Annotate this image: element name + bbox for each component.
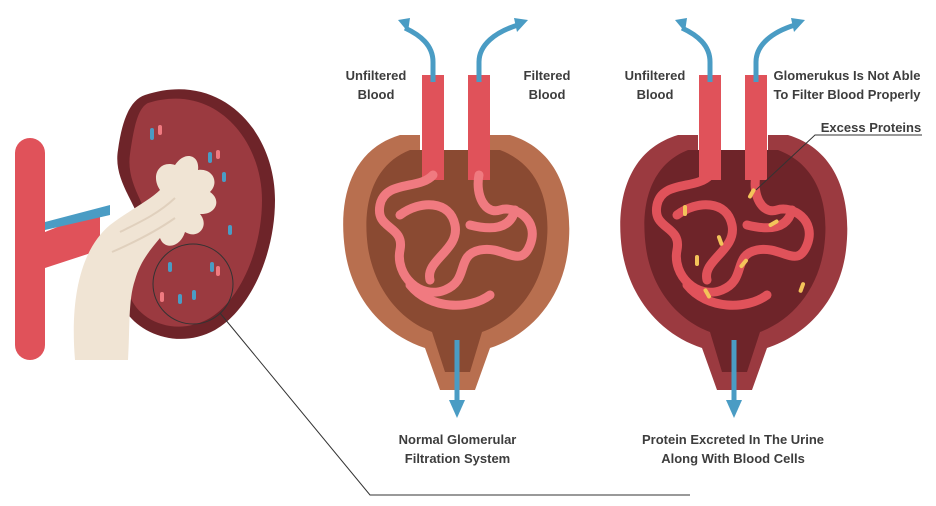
label-line: Unfiltered bbox=[624, 68, 686, 83]
protein-particles bbox=[683, 188, 806, 299]
flow-arrow-icon bbox=[514, 18, 528, 32]
damaged-efferent-vessel bbox=[745, 75, 767, 180]
renal-pelvis bbox=[73, 155, 217, 360]
label-line: Unfiltered bbox=[345, 68, 407, 83]
normal-glomerulus-icon bbox=[343, 18, 570, 418]
capillary-tuft bbox=[374, 170, 537, 310]
label-line: Blood bbox=[528, 87, 566, 102]
label-line: Along With Blood Cells bbox=[661, 451, 805, 466]
flow-arrow-icon bbox=[726, 400, 742, 418]
damaged-filtered-flow-line bbox=[753, 22, 796, 82]
label-line: Blood bbox=[357, 87, 395, 102]
unfiltered-flow-line bbox=[403, 25, 436, 82]
label-line: Blood bbox=[636, 87, 674, 102]
normal-caption-label: Normal Glomerular Filtration System bbox=[390, 430, 525, 468]
damaged-capillary-tuft bbox=[651, 170, 814, 310]
normal-unfiltered-label: Unfiltered Blood bbox=[336, 66, 416, 104]
flow-arrow-icon bbox=[449, 400, 465, 418]
label-line: To Filter Blood Properly bbox=[773, 87, 921, 102]
renal-vein bbox=[15, 138, 45, 360]
kidney-vessel-marks bbox=[150, 125, 232, 304]
damaged-unfiltered-flow-line bbox=[680, 25, 713, 82]
flow-arrow-icon bbox=[398, 18, 410, 32]
damaged-unfiltered-label: Unfiltered Blood bbox=[615, 66, 695, 104]
proteins-leader-line bbox=[755, 134, 922, 191]
damaged-glomerulus-icon bbox=[620, 18, 922, 418]
damaged-glomerulus-label: Glomerukus Is Not Able To Filter Blood P… bbox=[762, 66, 932, 104]
normal-filtered-label: Filtered Blood bbox=[510, 66, 584, 104]
bowman-capsule-inner bbox=[366, 150, 548, 372]
zoom-circle bbox=[152, 243, 234, 325]
damaged-capsule-inner bbox=[644, 150, 826, 372]
flow-arrow-icon bbox=[791, 18, 805, 32]
label-line: Normal Glomerular bbox=[398, 432, 517, 447]
label-line: Glomerukus Is Not Able bbox=[773, 68, 921, 83]
renal-artery-branch bbox=[45, 210, 100, 268]
damaged-caption-label: Protein Excreted In The Urine Along With… bbox=[628, 430, 838, 468]
label-line: Filtered bbox=[523, 68, 571, 83]
filtered-flow-line bbox=[476, 22, 519, 82]
renal-vein-branch bbox=[45, 205, 110, 230]
kidney-cross-section-icon bbox=[15, 89, 275, 360]
label-line: Filtration System bbox=[404, 451, 511, 466]
flow-arrow-icon bbox=[675, 18, 687, 32]
leader-line bbox=[219, 312, 690, 496]
afferent-vessel bbox=[422, 75, 444, 180]
damaged-afferent-vessel bbox=[699, 75, 721, 180]
efferent-vessel bbox=[468, 75, 490, 180]
label-line: Protein Excreted In The Urine bbox=[641, 432, 825, 447]
excess-proteins-label: Excess Proteins bbox=[812, 118, 930, 137]
label-line: Excess Proteins bbox=[820, 120, 922, 135]
